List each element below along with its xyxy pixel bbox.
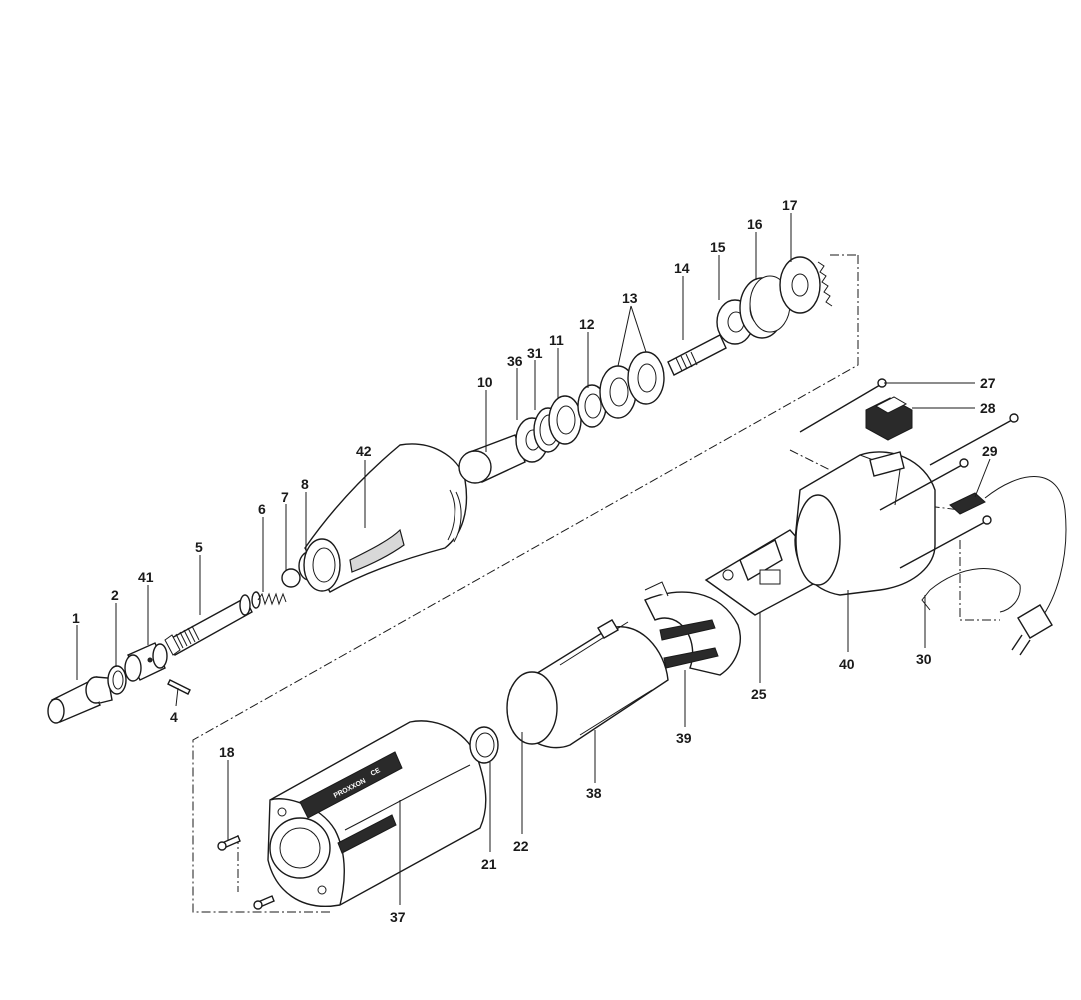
part-wire-bracket <box>921 568 1021 613</box>
label-part-30: 30 <box>916 651 932 667</box>
part-threaded-shaft <box>667 334 727 376</box>
label-part-4: 4 <box>170 709 178 725</box>
label-part-18: 18 <box>219 744 235 760</box>
part-front-housing <box>303 443 468 593</box>
nameplate-ce-mark: CE <box>370 767 382 778</box>
part-bearing-mid <box>548 395 582 445</box>
label-part-1: 1 <box>72 610 80 626</box>
part-collet-nut <box>47 676 113 724</box>
label-part-31: 31 <box>527 345 543 361</box>
part-ball <box>281 568 301 588</box>
label-part-40: 40 <box>839 656 855 672</box>
part-spring <box>257 592 287 606</box>
label-part-42: 42 <box>356 443 372 459</box>
label-part-27: 27 <box>980 375 996 391</box>
label-part-6: 6 <box>258 501 266 517</box>
part-ring <box>107 665 127 695</box>
part-fan <box>779 256 833 314</box>
label-part-28: 28 <box>980 400 996 416</box>
label-part-13: 13 <box>622 290 638 306</box>
label-part-41: 41 <box>138 569 154 585</box>
label-part-7: 7 <box>281 489 289 505</box>
label-part-25: 25 <box>751 686 767 702</box>
label-part-22: 22 <box>513 838 529 854</box>
part-housing-screws <box>217 835 275 910</box>
part-number-labels: 1 2 41 4 5 6 7 8 42 10 36 31 11 12 13 14… <box>72 197 998 925</box>
label-part-2: 2 <box>111 587 119 603</box>
spindle-thread <box>175 625 200 649</box>
label-part-38: 38 <box>586 785 602 801</box>
part-brush-holder <box>644 581 741 676</box>
label-part-10: 10 <box>477 374 493 390</box>
label-part-15: 15 <box>710 239 726 255</box>
label-part-17: 17 <box>782 197 798 213</box>
part-switch <box>865 396 913 441</box>
part-spacer-ring <box>577 384 607 428</box>
label-part-36: 36 <box>507 353 523 369</box>
part-pin <box>167 679 191 695</box>
part-collet-sleeve <box>124 642 168 682</box>
part-shaft <box>458 434 526 484</box>
label-part-5: 5 <box>195 539 203 555</box>
label-part-11: 11 <box>549 332 564 348</box>
part-spindle <box>164 591 261 656</box>
label-part-21: 21 <box>481 856 497 872</box>
part-motor <box>506 619 669 749</box>
part-power-cord <box>949 476 1067 656</box>
leader-lines <box>76 213 991 905</box>
label-part-14: 14 <box>674 260 690 276</box>
label-part-12: 12 <box>579 316 595 332</box>
part-bearing-sleeve <box>469 726 499 764</box>
label-part-16: 16 <box>747 216 763 232</box>
label-part-39: 39 <box>676 730 692 746</box>
part-ball-bearing-pair <box>599 351 665 419</box>
label-part-37: 37 <box>390 909 406 925</box>
part-rear-housing <box>794 451 936 596</box>
part-long-screws <box>799 378 1019 569</box>
label-part-29: 29 <box>982 443 998 459</box>
label-part-8: 8 <box>301 476 309 492</box>
part-motor-housing: PROXXON CE <box>267 720 487 907</box>
